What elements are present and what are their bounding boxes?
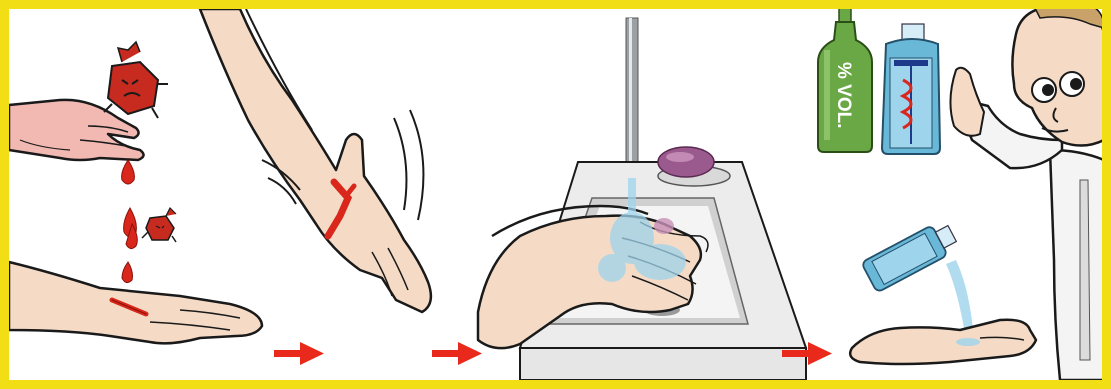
blood-drop-icon (122, 160, 138, 283)
soap-foam (654, 218, 674, 234)
lower-hand (9, 262, 262, 343)
bottle-icon: % VOL. (818, 6, 872, 152)
bottle-icon (882, 24, 940, 154)
bottle-label: % VOL. (833, 62, 854, 129)
bottle-icon (861, 219, 960, 293)
arrow-right-icon (432, 342, 482, 365)
panel-1-wound-contamination (9, 42, 262, 343)
doctor-figure (950, 0, 1104, 380)
panel-3-hand-washing (478, 18, 806, 380)
arrow-right-icon (274, 342, 324, 365)
germ-icon (104, 42, 168, 118)
receiving-hand (850, 320, 1036, 364)
panel-2-shaking-hand (200, 9, 431, 312)
faucet-icon (626, 18, 638, 178)
panel-4-disinfection: % VOL. (818, 0, 1104, 380)
germ-icon (142, 208, 176, 242)
